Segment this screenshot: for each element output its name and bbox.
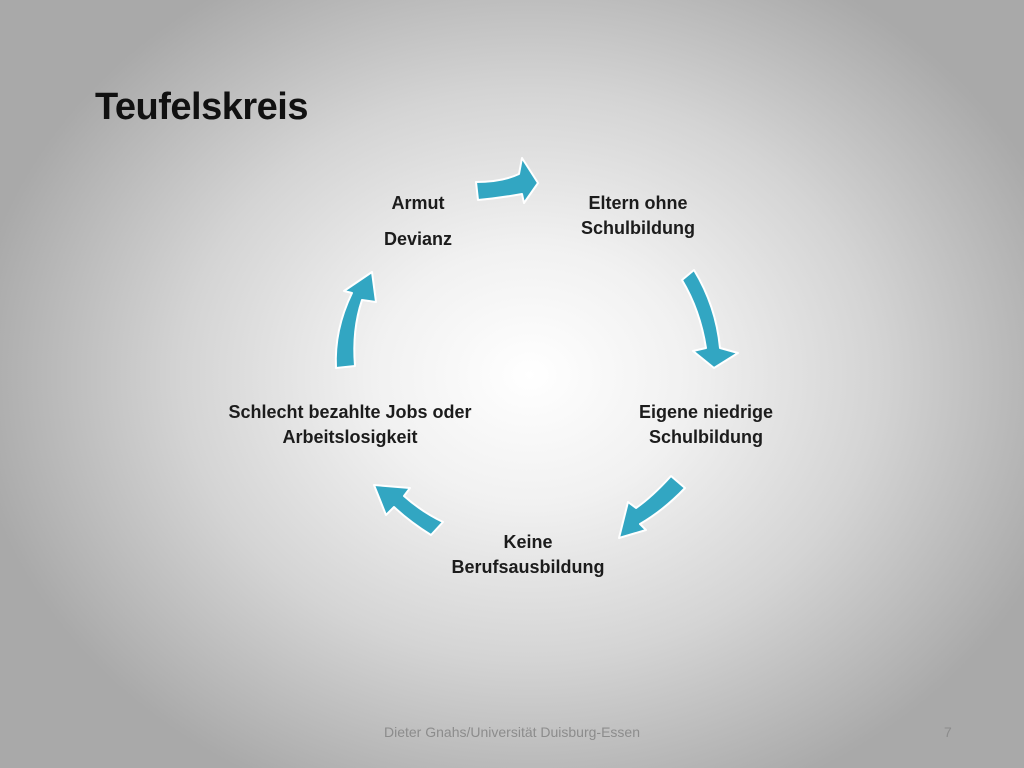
page-number: 7 [944,724,952,740]
node-line: Schlecht bezahlte Jobs oder [228,402,472,422]
node-line: Eigene niedrige [638,402,774,422]
cycle-arrow-keine-jobs [373,484,444,536]
node-line: Schulbildung [648,427,763,447]
slide-footer: Dieter Gnahs/Universität Duisburg-Essen [384,724,640,740]
cycle-node-eltern-ohne-schulbildung: Eltern ohne Schulbildung [581,191,695,241]
node-line: Schulbildung [581,218,695,238]
node-line: Devianz [383,229,453,249]
cycle-node-keine-berufsausbildung: Keine Berufsausbildung [451,530,604,580]
node-line: Armut [391,193,445,213]
cycle-node-schlecht-bezahlte-jobs: Schlecht bezahlte Jobs oder Arbeitslosig… [228,400,471,450]
node-line: Berufsausbildung [451,557,605,577]
cycle-node-armut-devianz: Armut Devianz [384,185,452,257]
node-line: Arbeitslosigkeit [282,427,418,447]
node-line: Eltern ohne [588,193,688,213]
cycle-arrow-armut-eltern [475,157,539,204]
cycle-arrow-jobs-armut [334,271,377,369]
cycle-arrow-eltern-eigene [681,269,739,369]
cycle-arrow-eigene-keine [618,475,686,539]
cycle-node-eigene-niedrige-schulbildung: Eigene niedrige Schulbildung [639,400,773,450]
slide-title: Teufelskreis [95,86,308,128]
node-line: Keine [503,532,553,552]
